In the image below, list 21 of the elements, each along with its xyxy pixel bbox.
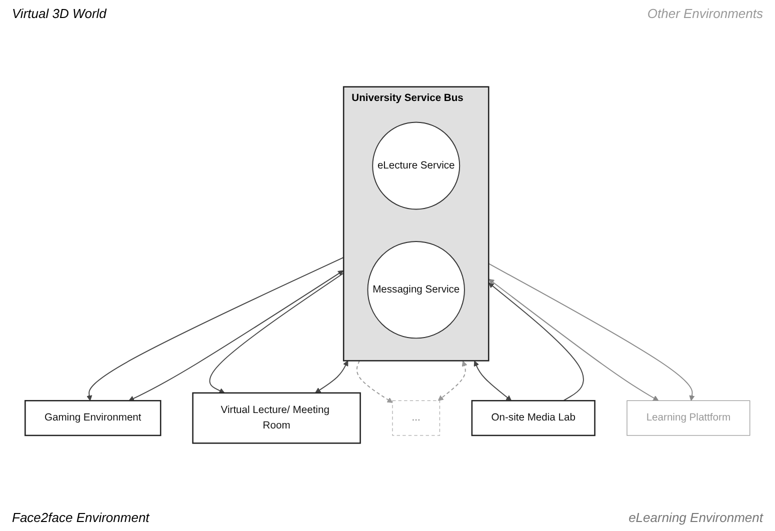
arrow (438, 360, 468, 401)
arrow (488, 278, 659, 401)
arrow (474, 360, 512, 401)
arrow (356, 360, 393, 403)
arrow (209, 272, 344, 394)
node-box: Learning Plattform (626, 400, 750, 436)
arrow (488, 263, 695, 401)
region-label: Other Environments (647, 6, 763, 21)
arrow (315, 360, 348, 394)
arrow (86, 256, 344, 401)
node-circle: Messaging Service (367, 240, 465, 339)
region-label: Face2face Environment (12, 510, 150, 525)
node-box: Virtual Lecture/ Meeting Room (192, 392, 361, 444)
node-box: ... (392, 400, 440, 436)
node-box: Gaming Environment (24, 400, 162, 436)
node-circle: eLecture Service (372, 122, 460, 210)
node-box: On-site Media Lab (471, 400, 596, 436)
arrow (488, 282, 584, 402)
region-label: Virtual 3D World (12, 6, 106, 21)
arrow (128, 270, 344, 401)
region-label: eLearning Environment (628, 510, 763, 525)
